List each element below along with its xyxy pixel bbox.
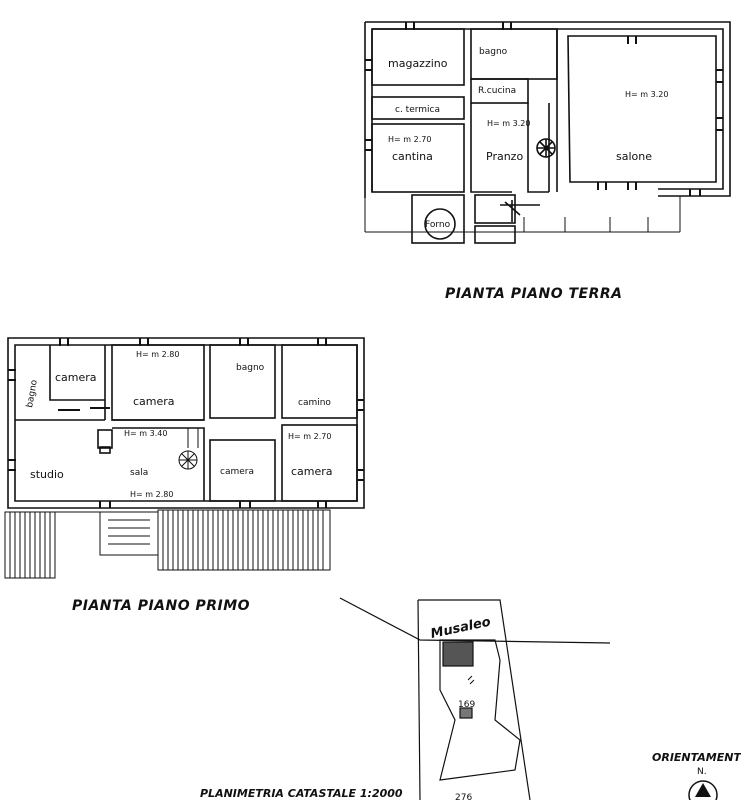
orientation-marker: ORIENTAMENTO N. bbox=[652, 751, 741, 805]
room-height-sala: H= m 3.40 bbox=[124, 429, 167, 438]
site-label-musaleo: Musaleo bbox=[429, 615, 492, 642]
forno-circle bbox=[424, 208, 456, 240]
ground-floor-plan: magazzino c. termica H= m 2.70 cantina F… bbox=[364, 21, 731, 244]
north-label: N. bbox=[697, 767, 707, 777]
room-label-camino: camino bbox=[298, 398, 331, 408]
room-label-camera-top: camera bbox=[133, 395, 175, 408]
room-label-bagno-mid: bagno bbox=[236, 363, 265, 373]
room-label-sala: sala bbox=[130, 468, 148, 478]
ground-floor-title: PIANTA PIANO TERRA bbox=[445, 286, 623, 302]
parcel-number: 169 bbox=[458, 700, 475, 710]
ground-floor-openings bbox=[365, 22, 723, 196]
room-label-studio: studio bbox=[30, 468, 64, 481]
room-label-bagno-left: bagno bbox=[25, 379, 40, 409]
room-height-cantina: H= m 2.70 bbox=[388, 135, 431, 144]
room-label-pranzo: Pranzo bbox=[486, 150, 523, 163]
first-floor-plan: bagno camera H= m 2.80 camera bagno cami… bbox=[4, 337, 365, 579]
compass-icon bbox=[688, 780, 718, 805]
parcel-number-bottom: 276 bbox=[455, 793, 472, 800]
room-height-pranzo: H= m 3.20 bbox=[487, 119, 530, 128]
room-label-camera-small: camera bbox=[55, 371, 97, 384]
ground-floor-labels: magazzino c. termica H= m 2.70 cantina F… bbox=[388, 47, 668, 230]
first-floor-labels: bagno camera H= m 2.80 camera bagno cami… bbox=[25, 350, 332, 499]
ground-floor-outer-walls bbox=[364, 21, 731, 244]
outbuilding bbox=[459, 707, 473, 719]
room-height-camera-top: H= m 2.80 bbox=[136, 350, 179, 359]
site-plan: Musaleo 169 276 bbox=[339, 597, 611, 803]
first-floor-openings bbox=[8, 338, 364, 508]
first-floor-title: PIANTA PIANO PRIMO bbox=[72, 598, 250, 614]
room-label-camera-mid: camera bbox=[220, 467, 254, 477]
north-arrow-icon bbox=[695, 783, 711, 797]
room-height-salone: H= m 3.20 bbox=[625, 90, 668, 99]
orientation-label: ORIENTAMENTO bbox=[652, 751, 741, 764]
room-label-r-cucina: R.cucina bbox=[478, 86, 516, 96]
room-label-salone: salone bbox=[616, 150, 652, 163]
site-plan-title: PLANIMETRIA CATASTALE 1:2000 bbox=[200, 787, 403, 800]
room-label-cantina: cantina bbox=[392, 150, 433, 163]
room-label-forno: Forno bbox=[425, 220, 451, 230]
room-label-c-termica: c. termica bbox=[395, 105, 440, 115]
room-label-bagno-ground: bagno bbox=[479, 47, 508, 57]
room-height-camera-right: H= m 2.70 bbox=[288, 432, 331, 441]
first-floor-hatching bbox=[9, 510, 324, 578]
mausoleum-building bbox=[442, 641, 474, 667]
room-height-sala-2: H= m 2.80 bbox=[130, 490, 173, 499]
room-label-camera-right: camera bbox=[291, 465, 333, 478]
first-floor-outer-walls bbox=[7, 337, 365, 509]
room-label-magazzino: magazzino bbox=[388, 57, 448, 70]
